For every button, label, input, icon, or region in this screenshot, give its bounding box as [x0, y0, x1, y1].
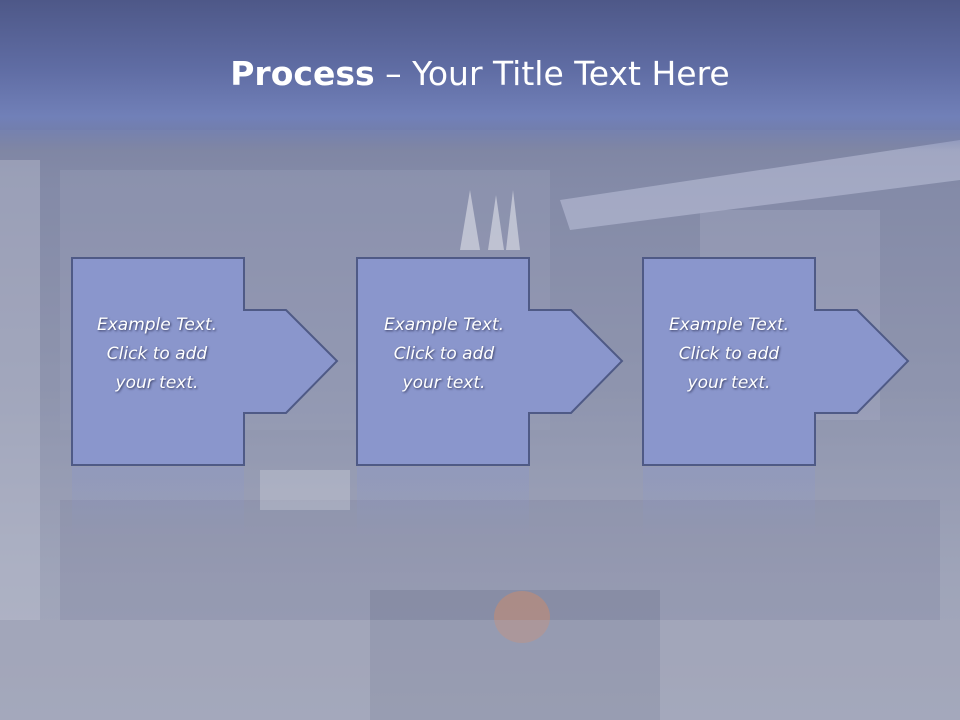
step-1-arrow-shape — [71, 257, 339, 466]
step-3-text[interactable]: Example Text. Click to add your text. — [668, 315, 790, 393]
step-2-arrow-shape — [356, 257, 624, 466]
title-rest: – Your Title Text Here — [374, 54, 730, 93]
process-step-3[interactable] — [642, 257, 910, 466]
step-2-text[interactable]: Example Text. Click to add your text. — [383, 315, 505, 393]
slide-title[interactable]: Process – Your Title Text Here — [0, 52, 960, 96]
process-step-1[interactable] — [71, 257, 339, 466]
process-step-2[interactable] — [356, 257, 624, 466]
step-3-arrow-shape — [642, 257, 910, 466]
reflection-2 — [357, 467, 529, 537]
step-1-text[interactable]: Example Text. Click to add your text. — [96, 315, 218, 393]
title-band — [0, 0, 960, 150]
reflection-1 — [72, 467, 244, 537]
reflection-3 — [643, 467, 815, 537]
title-bold: Process — [230, 54, 375, 93]
